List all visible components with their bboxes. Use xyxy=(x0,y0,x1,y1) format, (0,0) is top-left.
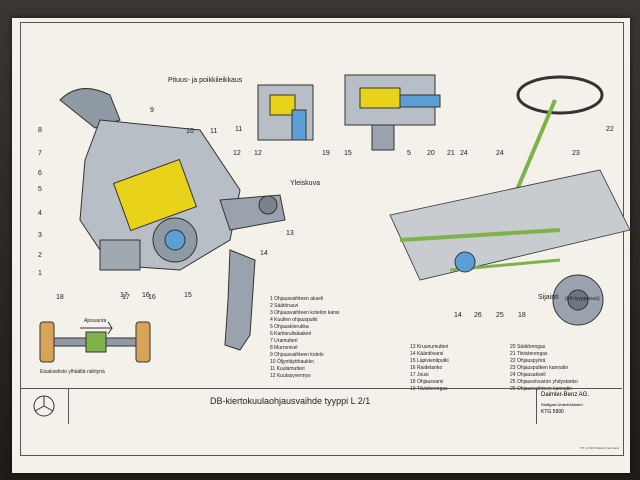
callout: 10 xyxy=(186,128,194,135)
legend-item: 6 Kartiorullalaakeri xyxy=(270,331,312,337)
callout: 25 xyxy=(496,312,504,319)
poster-title: DB-kiertokuulaohjausvaihde tyyppi L 2/1 xyxy=(210,396,371,406)
legend-item: 17 Jousi xyxy=(410,372,429,378)
company-block: Daimler-Benz AG. Stuttgart-Untertürkheim… xyxy=(536,388,623,424)
legend-item: 22 Ohjauspyörä xyxy=(510,358,546,364)
callout: 4 xyxy=(38,210,42,217)
legend-item: 3 Ohjausvaihteen kotelon kansi xyxy=(270,310,340,316)
front-axle-illustration xyxy=(39,321,151,363)
callout: 14 xyxy=(260,250,268,257)
callout: 24 xyxy=(496,150,504,157)
callout: 14 xyxy=(454,312,462,319)
callout: 17 xyxy=(122,294,130,301)
callout: 9 xyxy=(150,107,154,114)
callout: 3 xyxy=(38,232,42,239)
legend-item: 5 Ohjauskierukka xyxy=(270,324,309,330)
callout: 12 xyxy=(254,150,262,157)
location-heading: Sijainti xyxy=(538,294,559,301)
callout: 16 xyxy=(148,294,156,301)
callout: 7 xyxy=(38,150,42,157)
legend-item: 20 Säätörengas xyxy=(510,344,546,350)
overview-heading: Yleiskuva xyxy=(290,180,320,187)
steering-box-illustration xyxy=(59,88,286,351)
callout: 5 xyxy=(38,186,42,193)
legend-item: 23 Ohjausputken kannatin xyxy=(510,365,569,371)
callout: 6 xyxy=(38,170,42,177)
print-footnote: TIT. 3. 60 Printed in Germany xyxy=(580,446,620,450)
section-heading: Pituus- ja poikkileikkaus xyxy=(168,77,243,84)
callout: 13 xyxy=(286,230,294,237)
legend-item: 2 Säätöruuvi xyxy=(270,303,299,309)
legend-item: 13 Kruunumutteri xyxy=(410,344,449,350)
callout: 20 xyxy=(427,150,435,157)
callout: 15 xyxy=(344,150,352,157)
company-city: Stuttgart-Untertürkheim xyxy=(541,402,583,407)
legend-item: 4 Kuulien ohjausputki xyxy=(270,317,318,323)
callout: 26 xyxy=(474,312,482,319)
front-axle-caption: Etuakselisto ylhäältä nähtynä xyxy=(40,369,105,375)
legend-item: 19 Tiivisterengas xyxy=(410,386,448,392)
callout: 2 xyxy=(38,252,42,259)
legend-item: 1 Ohjausvaihteen akseli xyxy=(270,296,324,302)
legend-item: 8 Murronivel xyxy=(270,345,298,351)
callout: 11 xyxy=(235,126,243,133)
section-illustration xyxy=(257,74,441,151)
legend-item: 12 Kuulasyvennys xyxy=(270,373,311,379)
poster-code: KTG 5990 xyxy=(541,409,564,415)
legend-item: 10 Öljyntäyttöaukko xyxy=(270,359,314,365)
mercedes-logo-icon xyxy=(33,395,55,417)
callout: 17 xyxy=(120,292,128,299)
company-name: Daimler-Benz AG. xyxy=(541,392,590,398)
callout: 19 xyxy=(322,150,330,157)
legend-item: 21 Tiivisterengas xyxy=(510,351,548,357)
title-block xyxy=(20,388,622,425)
callout: 23 xyxy=(572,150,580,157)
callout: 22 xyxy=(606,126,614,133)
legend-item: 16 Raidetanko xyxy=(410,365,443,371)
callout: 1 xyxy=(38,270,42,277)
callout: 15 xyxy=(184,292,192,299)
callout: 18 xyxy=(518,312,526,319)
location-subheading: (LA-tyyppeissä) xyxy=(565,296,600,302)
callout: 16 xyxy=(142,292,150,299)
location-illustration xyxy=(389,75,631,326)
callout: 8 xyxy=(38,127,42,134)
legend-item: 7 Uramutteri xyxy=(270,338,298,344)
legend-item: 25 Ohjausvivuston yhdystanko xyxy=(510,379,578,385)
callout: 24 xyxy=(460,150,468,157)
poster-frame xyxy=(20,22,624,456)
logo-box xyxy=(20,388,69,424)
callout: 12 xyxy=(233,150,241,157)
callout: 11 xyxy=(210,128,218,135)
callout: 21 xyxy=(447,150,455,157)
legend-item: 11 Kuulamutteri xyxy=(270,366,305,372)
direction-label: Ajosuunta xyxy=(84,318,107,324)
legend-item: 14 Kääntövarsi xyxy=(410,351,444,357)
legend-item: 26 Ohjausvaihteen kannatin xyxy=(510,386,572,392)
legend-item: 15 Läpivientiputki xyxy=(410,358,449,364)
legend-item: 9 Ohjausvaihteen kotelo xyxy=(270,352,324,358)
legend-item: 18 Ohjausvarsi xyxy=(410,379,444,385)
legend-item: 24 Ohjausakseli xyxy=(510,372,546,378)
callout: 5 xyxy=(407,150,411,157)
callout: 18 xyxy=(56,294,64,301)
